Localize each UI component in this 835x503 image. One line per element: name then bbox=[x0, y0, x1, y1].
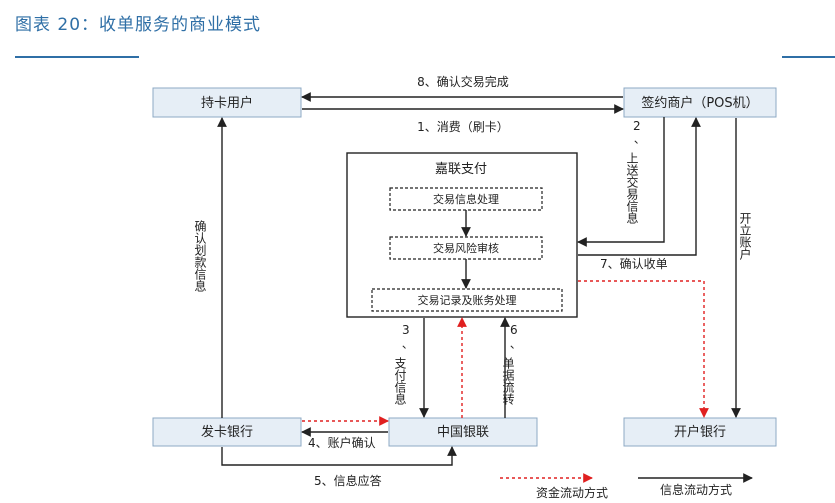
open-account-label: 开立账户 bbox=[738, 212, 752, 261]
svg-text:、上送交易信息: 、上送交易信息 bbox=[625, 140, 639, 224]
jialian-label: 嘉联支付 bbox=[435, 162, 487, 177]
step-record-box bbox=[371, 288, 563, 312]
unionpay-label: 中国银联 bbox=[437, 425, 489, 440]
flow-2-label: 、上送交易信息 bbox=[625, 140, 639, 224]
legend-info-label: 信息流动方式 bbox=[660, 482, 732, 497]
svg-text:确认划款信息: 确认划款信息 bbox=[193, 220, 207, 292]
cardholder-label: 持卡用户 bbox=[201, 95, 253, 111]
flow-5-label: 5、信息应答 bbox=[314, 473, 382, 488]
flow-3-num: 3 bbox=[402, 323, 410, 337]
svg-text:、支付信息: 、支付信息 bbox=[393, 345, 407, 405]
step-risk-label: 交易风险审核 bbox=[433, 241, 499, 255]
flow-6-num: 6 bbox=[510, 323, 518, 337]
fund-flow-jialian-to-acquirer bbox=[578, 280, 709, 418]
figure-title: 图表 20：收单服务的商业模式 bbox=[15, 15, 262, 35]
cardholder-box bbox=[152, 87, 302, 118]
step-info-label: 交易信息处理 bbox=[433, 192, 499, 206]
title-rule-right bbox=[782, 56, 835, 58]
legend-fund-label: 资金流动方式 bbox=[536, 485, 608, 500]
flow-3-label: 、支付信息 bbox=[393, 345, 407, 405]
svg-text:、单据流转: 、单据流转 bbox=[501, 345, 515, 405]
arrow-flow-7 bbox=[578, 117, 701, 256]
arrow-flow-2 bbox=[577, 117, 665, 247]
flow-4-label: 4、账户确认 bbox=[308, 435, 376, 450]
flow-8-label: 8、确认交易完成 bbox=[417, 74, 509, 89]
flow-1-label: 1、消费（刷卡） bbox=[417, 120, 509, 134]
merchant-label: 签约商户（POS机） bbox=[641, 95, 758, 111]
issuer-bank-box bbox=[152, 417, 302, 447]
flow-2-num: 2 bbox=[633, 119, 641, 133]
svg-text:开立账户: 开立账户 bbox=[738, 212, 752, 261]
issuer-bank-label: 发卡银行 bbox=[201, 424, 253, 440]
merchant-box bbox=[623, 87, 777, 118]
arrow-flow-5 bbox=[221, 446, 457, 466]
acquirer-bank-box bbox=[623, 417, 777, 447]
flow-6-label: 、单据流转 bbox=[501, 345, 515, 405]
acquirer-bank-label: 开户银行 bbox=[674, 424, 726, 440]
step-record-label: 交易记录及账务处理 bbox=[418, 293, 517, 307]
flow-7-label: 7、确认收单 bbox=[600, 257, 668, 271]
confirm-debit-label: 确认划款信息 bbox=[193, 220, 207, 292]
title-rule-left bbox=[15, 56, 139, 58]
unionpay-box bbox=[388, 417, 538, 447]
